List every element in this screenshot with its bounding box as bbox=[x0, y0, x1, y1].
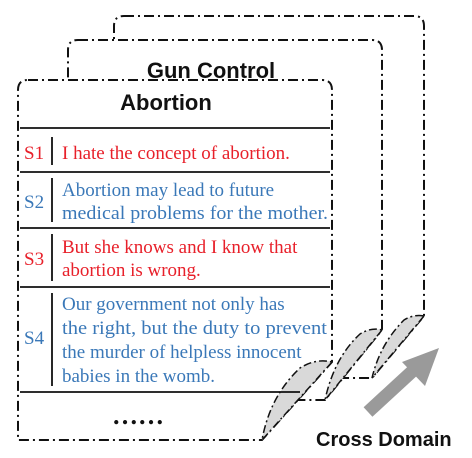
card-abortion-title: Abortion bbox=[120, 90, 212, 115]
cross-domain-label: Cross Domain bbox=[316, 429, 452, 451]
sentence-id: S4 bbox=[24, 328, 45, 349]
sentence-row-s3: S3 But she knows and I know that abortio… bbox=[24, 237, 298, 281]
sentence-id: S3 bbox=[24, 249, 44, 270]
card-back-fold bbox=[371, 314, 426, 379]
sentence-row-s2: S2 Abortion may lead to future medical p… bbox=[24, 180, 328, 224]
sentence-line: But she knows and I know that bbox=[62, 237, 298, 258]
sentence-line: medical problems for the mother. bbox=[62, 203, 328, 224]
sentence-line: Our government not only has bbox=[62, 294, 285, 315]
card-gun-control-title: Gun Control bbox=[147, 58, 275, 83]
arrow-up-right-icon bbox=[363, 348, 439, 417]
card-abortion: Abortion bbox=[17, 79, 334, 443]
sentence-line: the right, but the duty to prevent bbox=[62, 318, 328, 339]
more-sentences-ellipsis: …… bbox=[112, 401, 164, 430]
sentence-line: the murder of helpless innocent bbox=[62, 342, 302, 363]
sentence-line: abortion is wrong. bbox=[62, 260, 201, 281]
sentence-list: S1 I hate the concept of abortion. S2 Ab… bbox=[20, 127, 330, 430]
sentence-line: babies in the womb. bbox=[62, 366, 215, 387]
sentence-row-s4: S4 Our government not only has the right… bbox=[24, 294, 328, 387]
card-gun-control-fold bbox=[324, 328, 384, 401]
sentence-id: S1 bbox=[24, 143, 44, 164]
sentence-line: I hate the concept of abortion. bbox=[62, 143, 290, 164]
sentence-line: Abortion may lead to future bbox=[62, 180, 274, 201]
sentence-id: S2 bbox=[24, 192, 44, 213]
sentence-row-s1: S1 I hate the concept of abortion. bbox=[24, 143, 290, 164]
card-abortion-fold bbox=[260, 360, 334, 443]
